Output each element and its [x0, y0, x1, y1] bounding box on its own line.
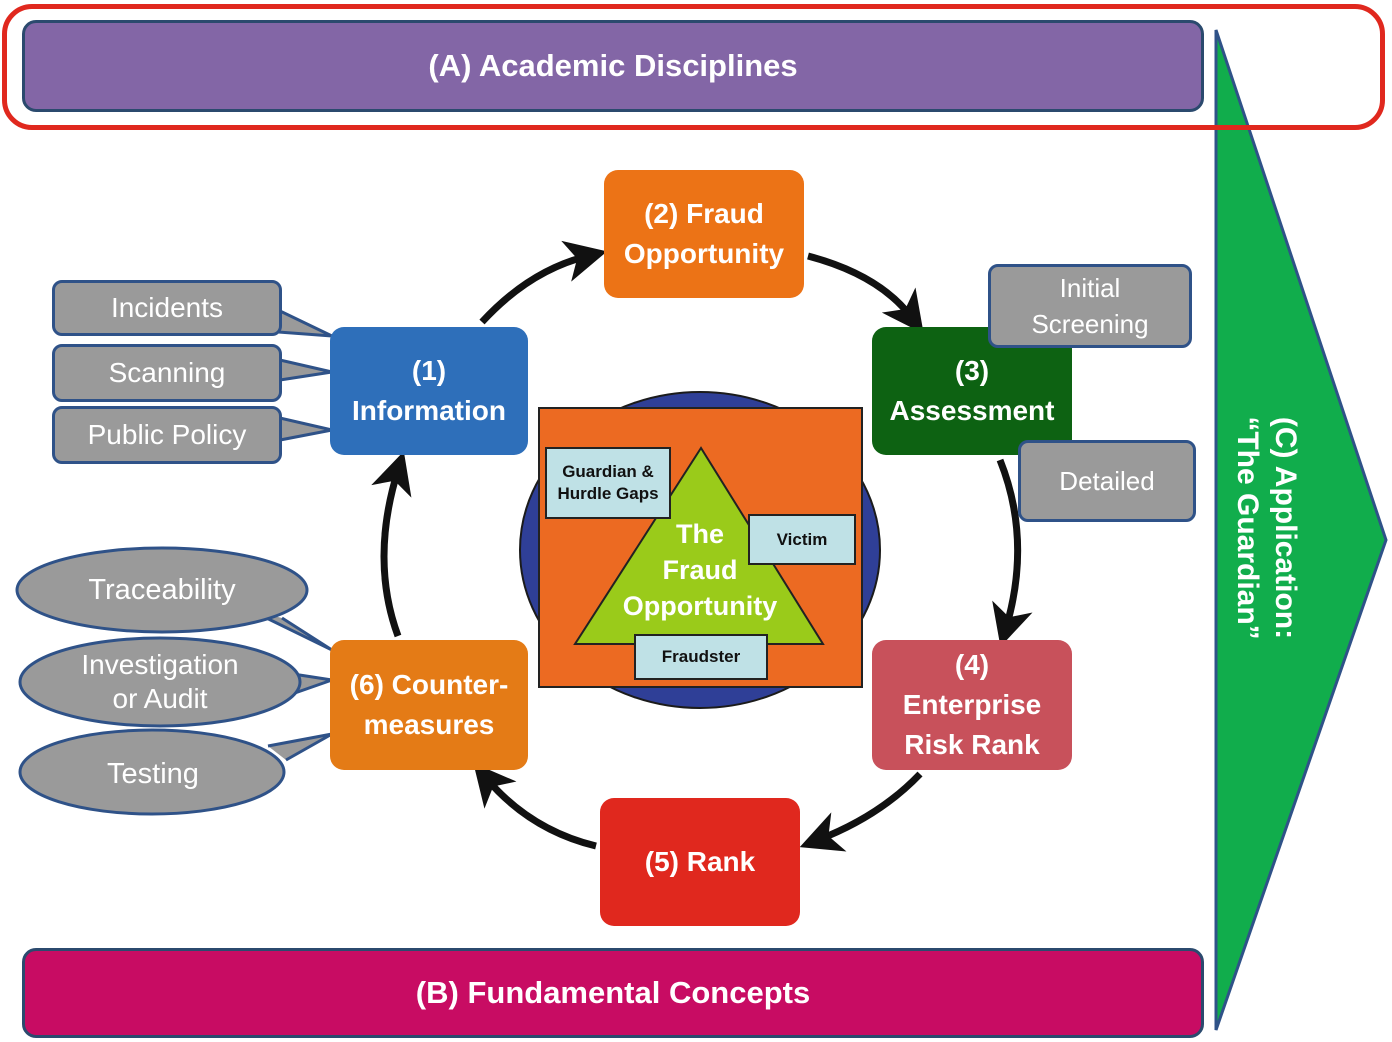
step-enterprise-line2: Enterprise [902, 689, 1042, 720]
step-enterprise-line1: (4) [954, 649, 990, 680]
callout-incidents-label: Incidents [110, 292, 224, 323]
application-label-line1: (C) Application: [1269, 416, 1302, 640]
application-arrow [1214, 29, 1388, 1031]
testing-label: Testing [20, 754, 286, 794]
fraudster-box: Fraudster [634, 634, 768, 680]
step-assessment: (3) Assessment [872, 327, 1072, 455]
callout-tail [278, 416, 333, 442]
initial-screening-line2: Screening [1031, 309, 1149, 339]
callout-detailed: Detailed [1018, 440, 1196, 522]
application-label-line2: “The Guardian” [1231, 416, 1264, 640]
step-rank: (5) Rank [600, 798, 800, 926]
application-label: (C) Application: “The Guardian” [1224, 348, 1304, 708]
step-countermeasures-line2: measures [363, 709, 495, 740]
academic-disciplines-outline [2, 4, 1385, 130]
fundamental-concepts-bar: (B) Fundamental Concepts [22, 948, 1204, 1038]
step-enterprise-line3: Risk Rank [904, 729, 1040, 760]
callout-scanning-label: Scanning [108, 357, 226, 388]
step-countermeasures: (6) Counter- measures [330, 640, 528, 770]
callout-incidents: Incidents [52, 280, 282, 336]
arrow-2-to-3 [807, 252, 924, 334]
initial-screening-line1: Initial [1059, 273, 1121, 303]
callout-tail [276, 307, 333, 338]
testing-text: Testing [107, 758, 199, 790]
arrow-1-to-2 [479, 240, 608, 325]
fraudster-label: Fraudster [661, 647, 741, 666]
step-assessment-line1: (3) [954, 355, 990, 386]
guardian-hurdle-gaps-box: Guardian & Hurdle Gaps [545, 447, 671, 519]
detailed-label: Detailed [1059, 466, 1155, 496]
fundamental-concepts-label: (B) Fundamental Concepts [415, 975, 811, 1010]
traceability-label: Traceability [20, 570, 304, 610]
triangle-line1: The [675, 519, 724, 549]
arrow-3-to-4 [992, 458, 1033, 647]
investigation-line2: or Audit [112, 683, 208, 714]
investigation-label: Investigation or Audit [20, 648, 300, 718]
investigation-bubble [18, 636, 302, 728]
academic-disciplines-label: (A) Academic Disciplines [428, 48, 798, 83]
investigation-line1: Investigation [81, 649, 239, 680]
arrow-4-to-5 [799, 771, 923, 852]
step-fraud-opportunity-line2: Opportunity [623, 238, 785, 269]
callout-initial-screening: Initial Screening [988, 264, 1192, 348]
callout-public-policy-label: Public Policy [87, 419, 247, 450]
step-enterprise-risk-rank: (4) Enterprise Risk Rank [872, 640, 1072, 770]
callout-scanning: Scanning [52, 344, 282, 402]
step-countermeasures-line1: (6) Counter- [349, 669, 509, 700]
triangle-line3: Opportunity [622, 591, 778, 621]
victim-label: Victim [776, 529, 828, 549]
guardian-line1: Guardian & [562, 462, 654, 481]
callout-public-policy: Public Policy [52, 406, 282, 464]
testing-bubble [18, 728, 286, 816]
step-information: (1) Information [330, 327, 528, 455]
callout-tail [278, 358, 333, 382]
arrow-6-to-1 [371, 451, 412, 638]
traceability-text: Traceability [88, 574, 236, 606]
victim-box: Victim [748, 514, 856, 565]
step-assessment-line2: Assessment [889, 395, 1055, 426]
step-information-line2: Information [352, 395, 506, 426]
step-information-line1: (1) [411, 355, 447, 386]
fraud-triangle-label: The Fraud Opportunity [600, 516, 800, 626]
step-rank-label: (5) Rank [644, 846, 756, 877]
guardian-line2: Hurdle Gaps [557, 484, 659, 503]
academic-disciplines-bar: (A) Academic Disciplines [22, 20, 1204, 112]
traceability-bubble [15, 546, 309, 634]
step-fraud-opportunity: (2) Fraud Opportunity [604, 170, 804, 298]
triangle-line2: Fraud [662, 555, 738, 585]
arrow-5-to-6 [473, 763, 597, 850]
step-fraud-opportunity-line1: (2) Fraud [644, 198, 764, 229]
